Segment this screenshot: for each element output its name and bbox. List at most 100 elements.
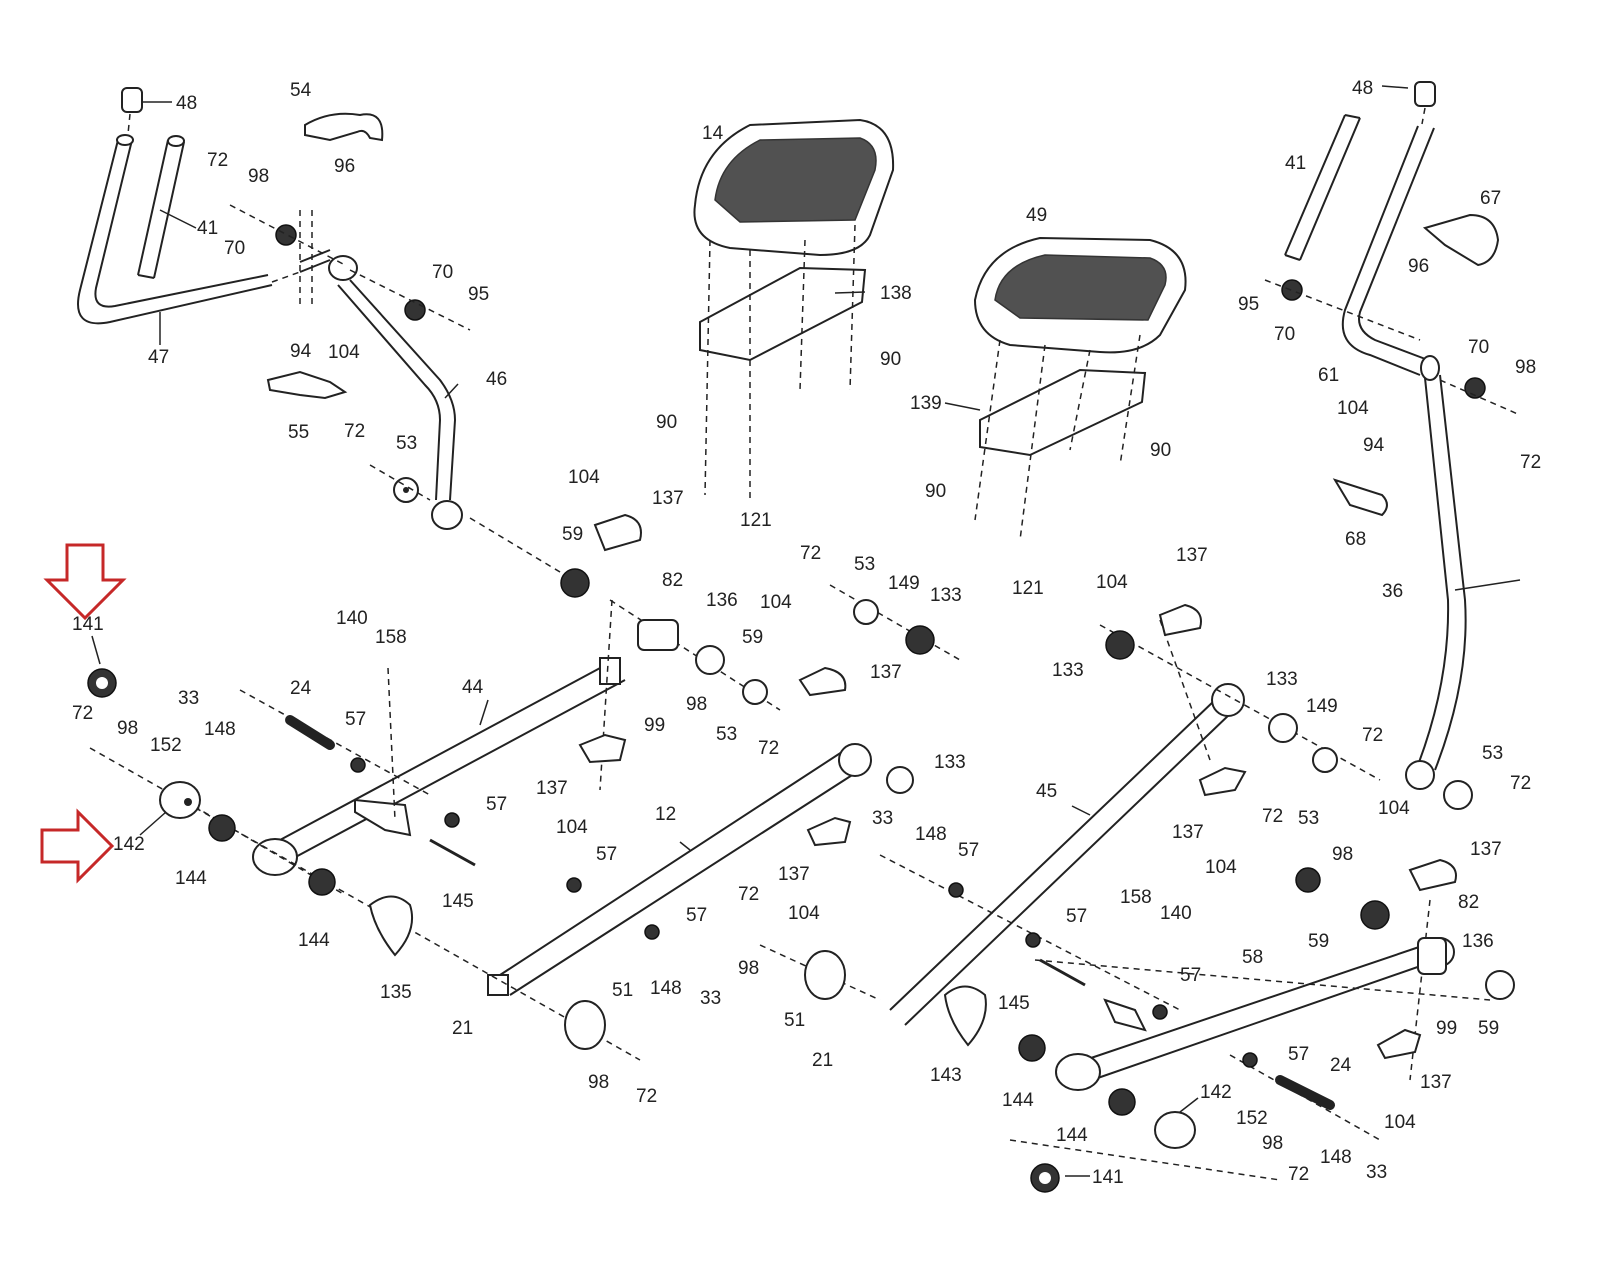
label-144: 144 (1002, 1090, 1034, 1111)
label-45: 45 (1036, 781, 1057, 802)
upper-arm-36 (1417, 374, 1467, 771)
left-upper-arm-46 (299, 249, 571, 579)
callout-labels: 48 54 72 98 96 41 70 70 95 47 94 104 46 … (72, 78, 1541, 1188)
label-90: 90 (656, 412, 677, 433)
part-141-left (87, 668, 117, 698)
label-148: 148 (1320, 1147, 1352, 1168)
label-55: 55 (288, 422, 309, 443)
label-68: 68 (1345, 529, 1366, 550)
covers-137 (578, 513, 1457, 1060)
label-57: 57 (1288, 1044, 1309, 1065)
label-136: 136 (1462, 931, 1494, 952)
bearings-lower (350, 568, 1515, 1068)
label-57: 57 (1180, 965, 1201, 986)
label-59: 59 (1308, 931, 1329, 952)
label-21: 21 (452, 1018, 473, 1039)
label-72: 72 (1520, 452, 1541, 473)
label-82: 82 (1458, 892, 1479, 913)
label-149: 149 (1306, 696, 1338, 717)
label-53: 53 (716, 724, 737, 745)
gear-144-d (1108, 1088, 1136, 1116)
label-142: 142 (1200, 1082, 1232, 1103)
label-149: 149 (888, 573, 920, 594)
label-67: 67 (1480, 188, 1501, 209)
label-57: 57 (596, 844, 617, 865)
end-cap-48-right (1414, 81, 1436, 107)
label-98: 98 (738, 958, 759, 979)
bushing-70-b (404, 299, 426, 321)
label-98: 98 (588, 1072, 609, 1093)
label-57: 57 (958, 840, 979, 861)
label-58: 58 (1242, 947, 1263, 968)
label-72: 72 (1288, 1164, 1309, 1185)
label-104: 104 (1205, 857, 1237, 878)
label-142: 142 (113, 834, 145, 855)
label-104: 104 (760, 592, 792, 613)
label-72: 72 (72, 703, 93, 724)
label-144: 144 (1056, 1125, 1088, 1146)
axle-24-left (285, 715, 335, 750)
leader-lines (91, 85, 1521, 1177)
label-104: 104 (1096, 572, 1128, 593)
label-72: 72 (344, 421, 365, 442)
label-70: 70 (1468, 337, 1489, 358)
plate-138 (699, 266, 867, 362)
label-143: 143 (930, 1065, 962, 1086)
label-33: 33 (178, 688, 199, 709)
label-72: 72 (1362, 725, 1383, 746)
label-72: 72 (800, 543, 821, 564)
foam-grip-41-left (137, 139, 185, 279)
label-24: 24 (1330, 1055, 1352, 1076)
label-121: 121 (1012, 578, 1044, 599)
label-98: 98 (1332, 844, 1353, 865)
label-137: 137 (1420, 1072, 1452, 1093)
cover-54 (304, 112, 384, 142)
label-137: 137 (1176, 545, 1208, 566)
label-99: 99 (644, 715, 665, 736)
label-139: 139 (910, 393, 942, 414)
label-145: 145 (442, 891, 474, 912)
axle-145-left (429, 838, 476, 867)
right-handlebar-group (1264, 81, 1521, 810)
label-70: 70 (1274, 324, 1295, 345)
plate-139 (979, 368, 1147, 457)
label-49: 49 (1026, 205, 1047, 226)
label-98: 98 (1515, 357, 1536, 378)
left-handlebar-group (77, 87, 301, 325)
label-121: 121 (740, 510, 772, 531)
knob-143 (943, 985, 987, 1047)
label-98: 98 (117, 718, 138, 739)
label-98: 98 (686, 694, 707, 715)
part-142-right (1154, 1111, 1196, 1149)
axle-145-right (1039, 958, 1086, 987)
gear-144-b (308, 868, 336, 896)
label-72: 72 (758, 738, 779, 759)
highlight-arrow-down-icon (43, 543, 127, 621)
part-142-left (159, 781, 201, 819)
axle-24-right (1275, 1075, 1335, 1110)
label-140: 140 (336, 608, 368, 629)
label-137: 137 (536, 778, 568, 799)
knob-135 (368, 895, 414, 957)
label-70: 70 (224, 238, 245, 259)
bushing-70-a (275, 224, 297, 246)
label-137: 137 (1172, 822, 1204, 843)
label-98: 98 (248, 166, 269, 187)
label-61: 61 (1318, 365, 1339, 386)
highlight-arrow-right-icon (40, 808, 115, 884)
label-98: 98 (1262, 1133, 1283, 1154)
label-104: 104 (1378, 798, 1410, 819)
cover-67 (1422, 213, 1500, 267)
label-141: 141 (72, 614, 104, 635)
label-133: 133 (930, 585, 962, 606)
label-57: 57 (486, 794, 507, 815)
label-141: 141 (1092, 1167, 1124, 1188)
label-24: 24 (290, 678, 312, 699)
label-90: 90 (880, 349, 901, 370)
label-148: 148 (915, 824, 947, 845)
label-90: 90 (1150, 440, 1171, 461)
label-51: 51 (784, 1010, 805, 1031)
label-96: 96 (334, 156, 355, 177)
label-104: 104 (1337, 398, 1369, 419)
